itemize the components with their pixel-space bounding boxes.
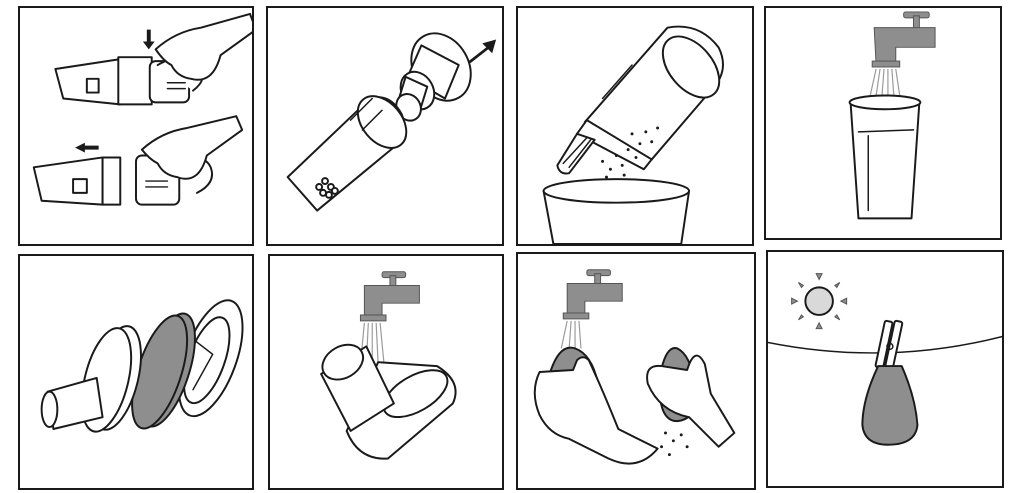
bowl-lid-icon — [557, 134, 594, 174]
filter-holder-icon — [316, 338, 455, 459]
water-drops-icon — [660, 431, 689, 456]
dust-bowl-icon — [850, 95, 921, 218]
detach-bowl-illustration — [20, 8, 252, 244]
release-button-icon — [143, 30, 155, 50]
step-8-panel — [766, 250, 1004, 488]
foam-filter-icon — [862, 366, 917, 445]
step-2-panel — [266, 6, 504, 246]
filter-unit-icon — [391, 23, 482, 126]
step-1-panel — [18, 6, 254, 246]
step-4-panel — [764, 6, 1002, 240]
water-tap-icon — [563, 270, 622, 319]
dust-bowl-icon — [577, 26, 730, 169]
clothes-peg-icon — [875, 321, 902, 369]
water-tap-icon — [872, 12, 935, 67]
step-7-panel — [516, 252, 756, 490]
detached-bowl-icon — [34, 157, 121, 204]
detach-bowl-icon — [75, 143, 99, 153]
disassemble-filter-illustration — [20, 256, 252, 488]
pull-out-arrow-icon — [469, 39, 497, 63]
rinse-bowl-illustration — [766, 8, 1000, 238]
water-tap-icon — [360, 272, 419, 321]
remove-filter-illustration — [268, 8, 502, 244]
step-5-panel — [18, 254, 254, 490]
dust-bowl-icon — [288, 87, 416, 211]
step-3-panel — [516, 6, 754, 246]
water-stream-icon — [561, 321, 581, 349]
empty-bowl-illustration — [518, 8, 752, 244]
wash-filter-illustration — [518, 254, 754, 488]
trash-bin-icon — [544, 179, 690, 244]
sun-icon — [792, 274, 847, 329]
step-6-panel — [268, 254, 504, 490]
squeezing-hand-icon — [647, 356, 734, 447]
rinse-holder-illustration — [270, 256, 502, 488]
dry-filter-illustration — [768, 252, 1002, 486]
